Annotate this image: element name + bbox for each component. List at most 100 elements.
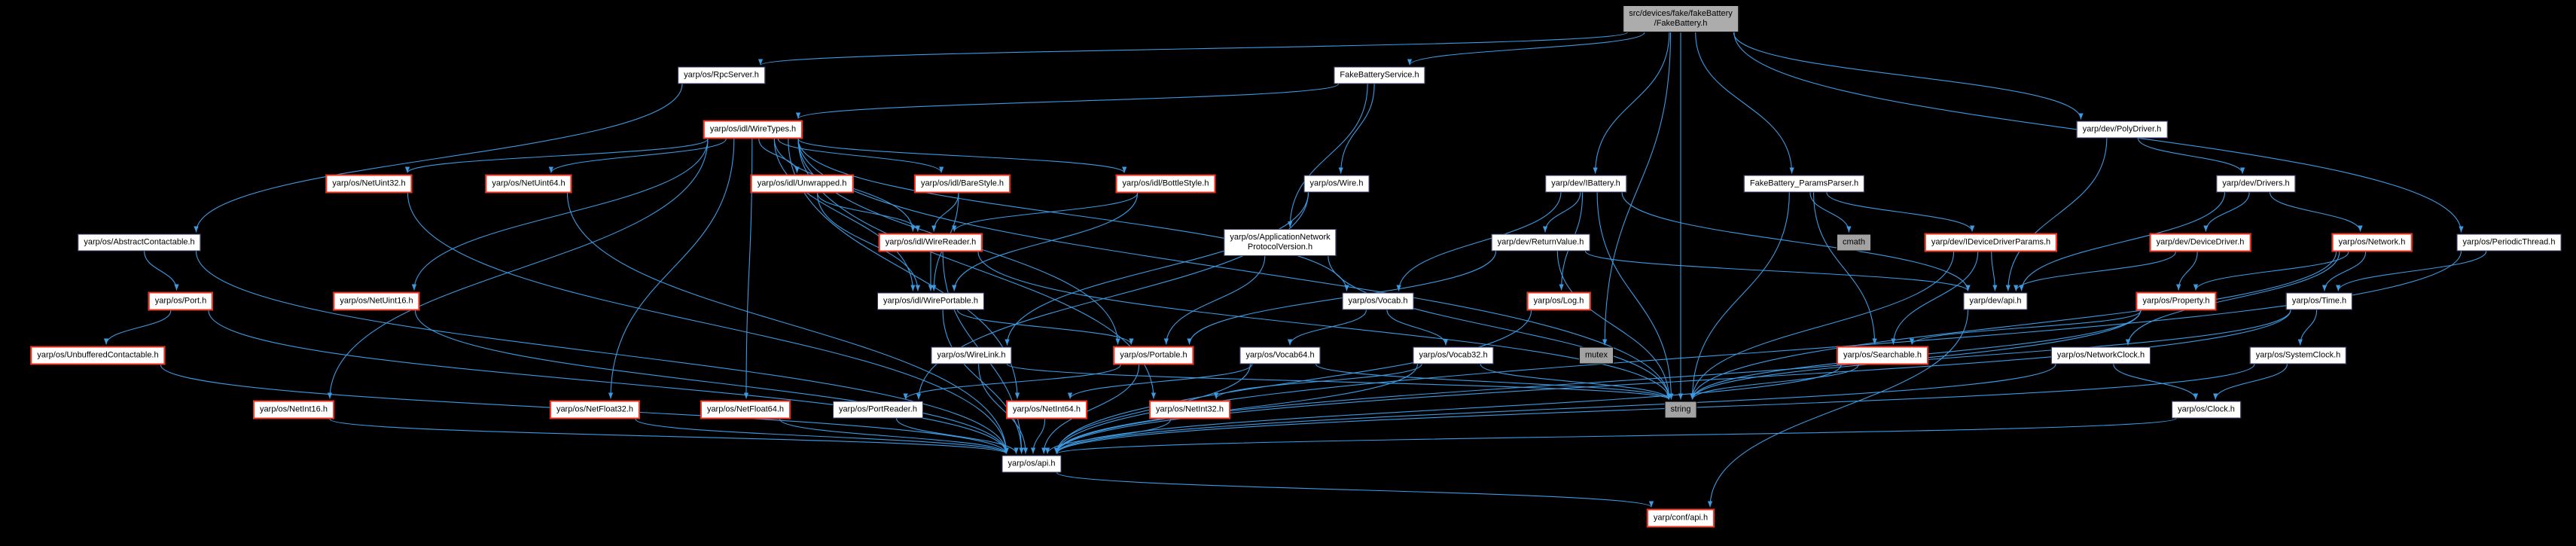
include-edge-wiretypes--netuint64 (548, 139, 727, 173)
graph-node-paramsparser[interactable]: FakeBattery_ParamsParser.h (1743, 175, 1865, 193)
graph-node-systemclock[interactable]: yarp/os/SystemClock.h (2249, 346, 2347, 365)
include-edge-wiretypes--barestyle (777, 139, 944, 173)
include-edge-network--string (1690, 252, 2337, 400)
graph-node-wire[interactable]: yarp/os/Wire.h (1303, 175, 1370, 193)
include-edge-netfloat32--osapi (635, 419, 1009, 454)
include-edge-root--paramsparser (1695, 32, 1794, 174)
include-edge-clock--osapi (1054, 418, 2177, 454)
include-edge-appnetproto--portable (1163, 255, 1266, 345)
include-edge-netuint16--osapi (414, 310, 1009, 454)
include-edge-polydriver--devapi (2005, 138, 2108, 291)
include-edge-portable--osapi (1041, 365, 1140, 454)
include-edge-devicedriver--property (2176, 252, 2198, 291)
include-edge-paramsparser--string (1690, 192, 1790, 400)
include-edge-rpcserver--abstractcontactable (194, 84, 683, 233)
graph-node-confapi[interactable]: yarp/conf/api.h (1646, 508, 1715, 528)
include-edge-networkclock--osapi (1054, 364, 2056, 454)
graph-node-returnvalue[interactable]: yarp/dev/ReturnValue.h (1491, 233, 1590, 252)
include-edge-unwrapped--wirereader (816, 193, 921, 232)
include-edge-vocab64--string (1315, 364, 1672, 400)
graph-node-netint64[interactable]: yarp/os/NetInt64.h (1006, 400, 1087, 419)
graph-node-netuint32[interactable]: yarp/os/NetUint32.h (325, 174, 413, 194)
include-edge-periodicthread--osapi (1054, 251, 2462, 454)
include-edge-vocab--vocab64 (1287, 310, 1367, 346)
graph-node-clock[interactable]: yarp/os/Clock.h (2172, 401, 2241, 419)
graph-node-polydriver[interactable]: yarp/dev/PolyDriver.h (2076, 120, 2168, 139)
graph-node-netint32[interactable]: yarp/os/NetInt32.h (1149, 400, 1230, 419)
include-edge-portable--portreader (903, 365, 1121, 400)
graph-node-osapi[interactable]: yarp/os/api.h (1001, 455, 1062, 473)
include-edge-netint32--osapi (1044, 419, 1172, 454)
graph-node-drivers[interactable]: yarp/dev/Drivers.h (2216, 175, 2296, 193)
graph-node-netfloat32[interactable]: yarp/os/NetFloat32.h (549, 400, 641, 419)
include-edge-netuint64--osapi (566, 193, 1009, 454)
graph-node-wireportable[interactable]: yarp/os/idl/WirePortable.h (877, 292, 984, 310)
graph-node-port[interactable]: yarp/os/Port.h (148, 291, 214, 311)
include-edge-netint64--osapi (1030, 419, 1046, 454)
graph-node-devapi[interactable]: yarp/dev/api.h (1963, 292, 2028, 310)
graph-node-netint16[interactable]: yarp/os/NetInt16.h (253, 400, 334, 419)
graph-node-portreader[interactable]: yarp/os/PortReader.h (833, 401, 923, 419)
include-edge-wiretypes--wireportable (773, 139, 916, 291)
include-edge-fakebatteryservice--appnetproto (1288, 84, 1368, 228)
graph-node-root: src/devices/fake/fakeBattery /FakeBatter… (1623, 5, 1739, 32)
graph-node-property[interactable]: yarp/os/Property.h (2135, 291, 2217, 311)
graph-node-devicedriver[interactable]: yarp/dev/DeviceDriver.h (2149, 233, 2251, 252)
include-edge-log--osapi (1054, 310, 1532, 454)
graph-node-barestyle[interactable]: yarp/os/idl/BareStyle.h (913, 174, 1011, 194)
graph-node-fakebatteryservice[interactable]: FakeBatteryService.h (1334, 66, 1425, 84)
include-edge-barestyle--wirereader (931, 193, 959, 232)
graph-node-unbuffered[interactable]: yarp/os/UnbufferedContactable.h (30, 346, 166, 365)
include-edge-wireportable--portable (956, 310, 1134, 345)
graph-node-appnetproto[interactable]: yarp/os/ApplicationNetwork ProtocolVersi… (1224, 229, 1337, 256)
include-edge-ibattery--vocab (1396, 192, 1562, 291)
graph-node-log[interactable]: yarp/os/Log.h (1526, 291, 1591, 311)
graph-node-ideviceparams[interactable]: yarp/dev/IDeviceDriverParams.h (1924, 233, 2058, 252)
include-edge-drivers--devicedriver (2203, 192, 2250, 232)
include-edge-port--osapi (208, 310, 1009, 454)
graph-node-unwrapped[interactable]: yarp/os/idl/Unwrapped.h (750, 174, 854, 194)
graph-node-ibattery[interactable]: yarp/dev/IBattery.h (1545, 175, 1626, 193)
graph-node-netuint16[interactable]: yarp/os/NetUint16.h (333, 291, 420, 311)
graph-node-wirelink[interactable]: yarp/os/WireLink.h (931, 346, 1012, 365)
include-edge-paramsparser--cmath (1809, 192, 1852, 233)
include-edge-portreader--osapi (895, 418, 1019, 454)
graph-node-networkclock[interactable]: yarp/os/NetworkClock.h (2050, 346, 2151, 365)
graph-node-rpcserver[interactable]: yarp/os/RpcServer.h (678, 66, 765, 84)
graph-node-periodicthread[interactable]: yarp/os/PeriodicThread.h (2456, 233, 2562, 252)
include-edge-bottlestyle--wireportable (952, 193, 1139, 291)
graph-node-vocab[interactable]: yarp/os/Vocab.h (1342, 292, 1414, 310)
graph-node-time[interactable]: yarp/os/Time.h (2285, 292, 2353, 310)
graph-node-wiretypes[interactable]: yarp/os/idl/WireTypes.h (703, 120, 803, 139)
graph-node-netuint64[interactable]: yarp/os/NetUint64.h (485, 174, 572, 194)
graph-node-vocab64[interactable]: yarp/os/Vocab64.h (1239, 346, 1321, 365)
graph-node-network[interactable]: yarp/os/Network.h (2331, 233, 2413, 252)
include-edge-wireportable--osapi (942, 310, 1024, 454)
graph-node-abstractcontactable[interactable]: yarp/os/AbstractContactable.h (78, 233, 201, 252)
graph-node-netfloat64[interactable]: yarp/os/NetFloat64.h (700, 400, 791, 419)
include-edge-fakebatteryservice--wiretypes (796, 84, 1340, 119)
graph-node-searchable[interactable]: yarp/os/Searchable.h (1837, 346, 1928, 365)
include-edge-ideviceparams--devapi (1991, 252, 1998, 291)
graph-node-wirereader[interactable]: yarp/os/idl/WireReader.h (878, 233, 983, 252)
include-edge-networkclock--clock (2113, 364, 2199, 400)
include-edge-vocab64--netint64 (1067, 364, 1253, 399)
include-edge-netint16--osapi (329, 419, 1009, 454)
include-edge-searchable--osapi (1054, 365, 1842, 454)
include-edge-systemclock--osapi (1054, 364, 2255, 454)
graph-node-portable[interactable]: yarp/os/Portable.h (1113, 346, 1194, 365)
include-edge-wiretypes--netuint16 (411, 139, 709, 291)
include-edge-abstractcontactable--osapi (195, 251, 1009, 454)
graph-node-vocab32[interactable]: yarp/os/Vocab32.h (1413, 346, 1494, 365)
include-edge-vocab32--netint32 (1213, 364, 1422, 399)
include-edge-property--osapi (1054, 310, 2142, 454)
include-edge-wiretypes--netint16 (327, 139, 709, 399)
include-edge-vocab32--osapi (1054, 364, 1419, 454)
include-edge-ibattery--devapi (1621, 192, 1971, 291)
include-edge-root--rpcserver (758, 32, 1628, 66)
include-edge-wiretypes--vocab (797, 139, 1349, 291)
include-edge-appnetproto--string (1328, 255, 1672, 400)
include-edge-root--polydriver (1733, 32, 2084, 120)
graph-node-bottlestyle[interactable]: yarp/os/idl/BottleStyle.h (1115, 174, 1216, 194)
include-edge-wiretypes--netfloat32 (608, 139, 735, 399)
